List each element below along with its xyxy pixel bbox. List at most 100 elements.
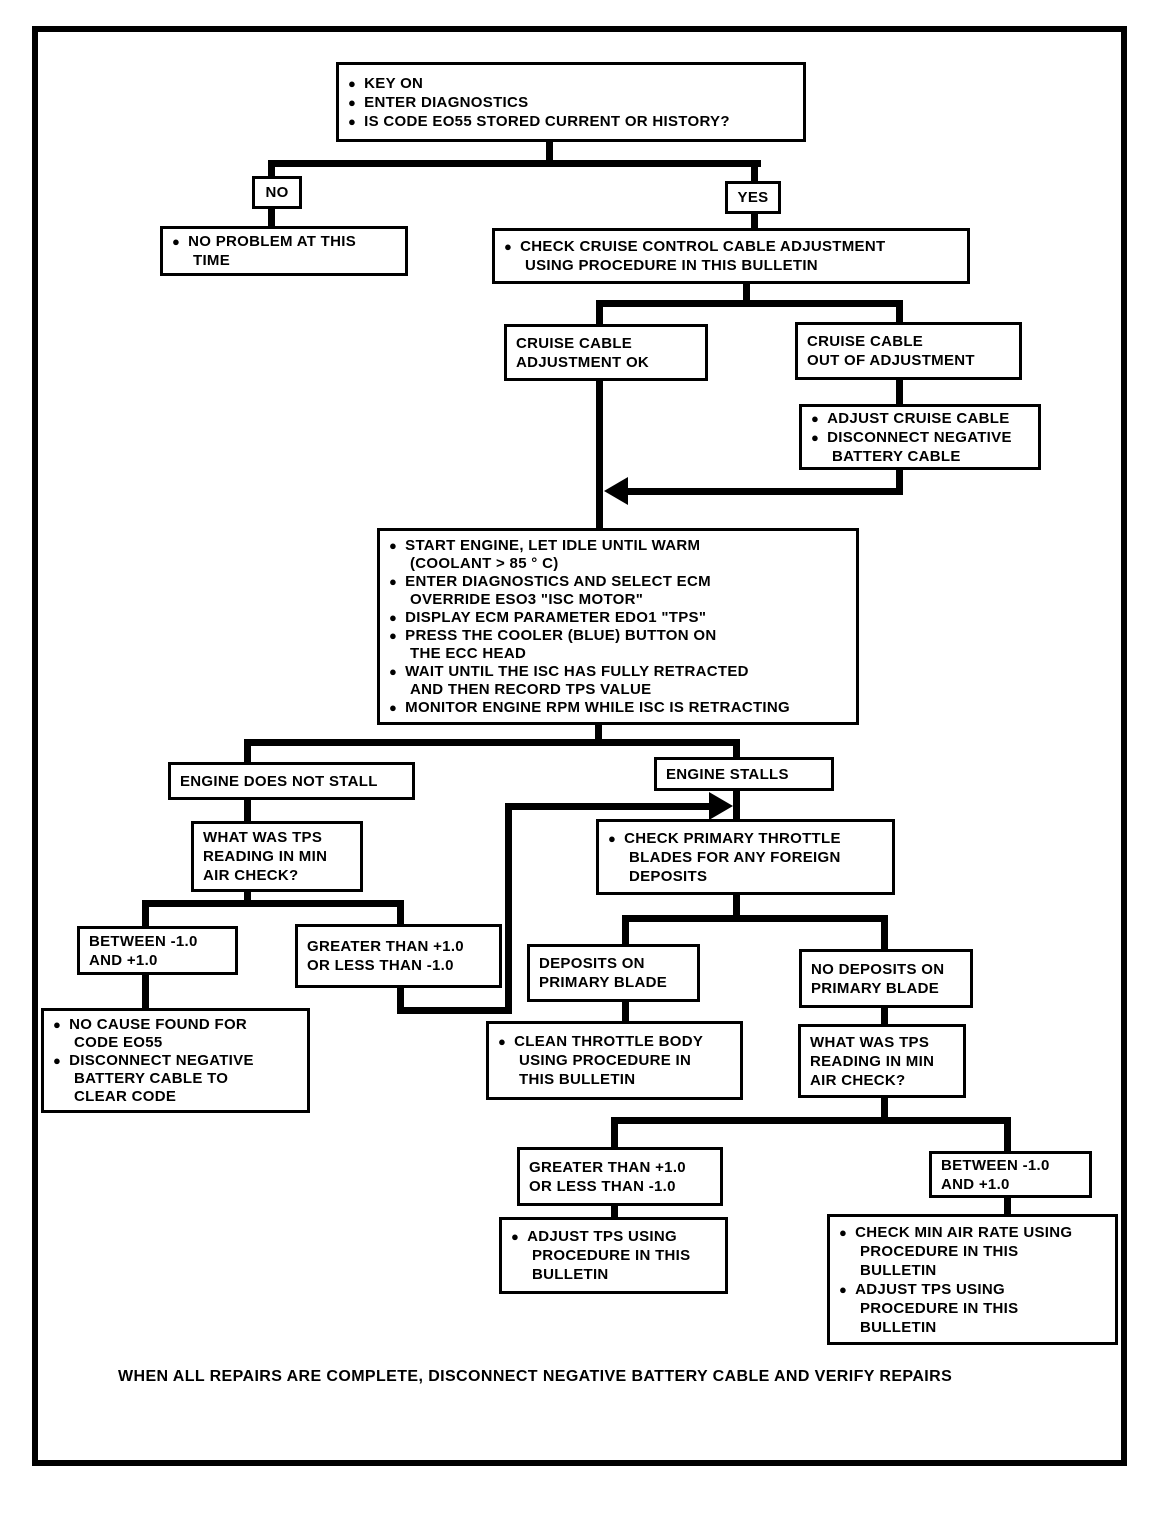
flow-node-text: ENTER DIAGNOSTICS AND SELECT ECM OVERRID… (389, 573, 847, 609)
connector-line (142, 900, 149, 928)
connector-line (896, 378, 903, 406)
connector-line (611, 1117, 1011, 1124)
flow-node-no-cause: NO CAUSE FOUND FOR CODE EO55DISCONNECT N… (41, 1008, 310, 1113)
flow-node-text: IS CODE EO55 STORED CURRENT OR HISTORY? (348, 112, 794, 131)
connector-line (751, 160, 758, 183)
merge-arrowhead-left (604, 477, 628, 505)
connector-line (268, 160, 761, 167)
connector-line (896, 300, 903, 324)
flow-node-text: WHAT WAS TPS READING IN MIN AIR CHECK? (810, 1033, 935, 1089)
flow-node-text: START ENGINE, LET IDLE UNTIL WARM (COOLA… (389, 537, 847, 573)
flow-node-text: NO CAUSE FOUND FOR CODE EO55 (53, 1016, 298, 1052)
connector-line (624, 488, 903, 495)
flow-node-tps-question-2: WHAT WAS TPS READING IN MIN AIR CHECK? (798, 1024, 966, 1098)
connector-line (244, 888, 251, 906)
flow-node-clean-throttle: CLEAN THROTTLE BODY USING PROCEDURE IN T… (486, 1021, 743, 1100)
flow-node-text: DISCONNECT NEGATIVE BATTERY CABLE (811, 428, 1029, 466)
flow-node-check-cruise-cable: CHECK CRUISE CONTROL CABLE ADJUSTMENT US… (492, 228, 970, 284)
connector-line (244, 798, 251, 823)
flow-node-text: ADJUST CRUISE CABLE (811, 409, 1029, 428)
flow-node-check-min-air: CHECK MIN AIR RATE USING PROCEDURE IN TH… (827, 1214, 1118, 1345)
flow-node-text: CHECK MIN AIR RATE USING PROCEDURE IN TH… (839, 1223, 1106, 1280)
flow-node-text: GREATER THAN +1.0 OR LESS THAN -1.0 (529, 1158, 686, 1195)
flow-node-between-1: BETWEEN -1.0 AND +1.0 (77, 926, 238, 975)
flow-node-cruise-ok: CRUISE CABLE ADJUSTMENT OK (504, 324, 708, 381)
connector-line (611, 1117, 618, 1149)
flow-node-text: ADJUST TPS USING PROCEDURE IN THIS BULLE… (511, 1227, 716, 1284)
flow-node-text: GREATER THAN +1.0 OR LESS THAN -1.0 (307, 938, 464, 974)
connector-line (505, 803, 711, 810)
connector-line (268, 160, 275, 178)
flow-node-tps-question-1: WHAT WAS TPS READING IN MIN AIR CHECK? (191, 821, 363, 892)
flow-node-text: CRUISE CABLE ADJUSTMENT OK (516, 334, 650, 371)
connector-line (595, 722, 602, 744)
flow-node-text: KEY ON (348, 74, 794, 93)
flow-node-text: DEPOSITS ON PRIMARY BLADE (539, 955, 668, 991)
flow-node-text: NO PROBLEM AT THIS TIME (172, 232, 396, 270)
flow-node-text: CRUISE CABLE OUT OF ADJUSTMENT (807, 333, 975, 369)
connector-line (596, 300, 603, 326)
page-border (32, 26, 1127, 1466)
flow-node-check-blades: CHECK PRIMARY THROTTLE BLADES FOR ANY FO… (596, 819, 895, 895)
connector-line (751, 212, 758, 230)
flow-node-adjust-cruise: ADJUST CRUISE CABLEDISCONNECT NEGATIVE B… (799, 404, 1041, 470)
connector-line (622, 915, 888, 922)
flow-node-greater-2: GREATER THAN +1.0 OR LESS THAN -1.0 (517, 1147, 723, 1206)
flow-node-adjust-tps: ADJUST TPS USING PROCEDURE IN THIS BULLE… (499, 1217, 728, 1294)
flow-node-text: ADJUST TPS USING PROCEDURE IN THIS BULLE… (839, 1280, 1106, 1337)
connector-line (397, 1007, 512, 1014)
connector-line (611, 1203, 618, 1219)
connector-line (505, 803, 512, 1014)
flow-node-engine-does-not-stall: ENGINE DOES NOT STALL (168, 762, 415, 800)
flow-node-text: WAIT UNTIL THE ISC HAS FULLY RETRACTED A… (389, 663, 847, 699)
connector-line (881, 915, 888, 951)
connector-line (142, 973, 149, 1010)
flow-node-no-problem: NO PROBLEM AT THIS TIME (160, 226, 408, 276)
flow-node-text: CHECK PRIMARY THROTTLE BLADES FOR ANY FO… (608, 829, 883, 886)
footer-note: WHEN ALL REPAIRS ARE COMPLETE, DISCONNEC… (118, 1368, 953, 1385)
flow-node-no-deposits: NO DEPOSITS ON PRIMARY BLADE (799, 949, 973, 1008)
flow-node-text: NO (265, 184, 289, 201)
flow-node-text: DISCONNECT NEGATIVE BATTERY CABLE TO CLE… (53, 1052, 298, 1106)
connector-line (733, 739, 740, 759)
flow-node-text: DISPLAY ECM PARAMETER EDO1 "TPS" (389, 609, 847, 627)
connector-line (244, 739, 251, 764)
connector-line (244, 739, 740, 746)
flow-node-between-2: BETWEEN -1.0 AND +1.0 (929, 1151, 1092, 1198)
connector-line (142, 900, 404, 907)
connector-line (397, 900, 404, 926)
flow-node-text: NO DEPOSITS ON PRIMARY BLADE (811, 960, 945, 997)
flow-node-text: ENGINE STALLS (666, 765, 789, 783)
connector-line (881, 1096, 888, 1120)
flow-node-text: PRESS THE COOLER (BLUE) BUTTON ON THE EC… (389, 627, 847, 663)
connector-line (596, 300, 903, 307)
flow-node-text: BETWEEN -1.0 AND +1.0 (941, 1156, 1050, 1193)
connector-line (622, 1000, 629, 1023)
connector-line (733, 893, 740, 919)
join-arrowhead-right (709, 792, 733, 820)
connector-line (896, 468, 903, 495)
flow-node-deposits: DEPOSITS ON PRIMARY BLADE (527, 944, 700, 1002)
flow-node-engine-stalls: ENGINE STALLS (654, 757, 834, 791)
connector-line (546, 140, 553, 166)
flow-node-text: MONITOR ENGINE RPM WHILE ISC IS RETRACTI… (389, 699, 847, 717)
flow-node-text: ENTER DIAGNOSTICS (348, 93, 794, 112)
connector-line (733, 789, 740, 821)
flow-node-text: YES (737, 189, 769, 206)
connector-line (743, 282, 750, 304)
flow-node-key-on: KEY ONENTER DIAGNOSTICSIS CODE EO55 STOR… (336, 62, 806, 142)
connector-line (1004, 1117, 1011, 1153)
flow-node-start-engine: START ENGINE, LET IDLE UNTIL WARM (COOLA… (377, 528, 859, 725)
flow-node-yes: YES (725, 181, 781, 214)
connector-line (596, 378, 603, 532)
flow-node-text: CHECK CRUISE CONTROL CABLE ADJUSTMENT US… (504, 237, 958, 275)
flow-node-text: CLEAN THROTTLE BODY USING PROCEDURE IN T… (498, 1032, 731, 1089)
connector-line (881, 1006, 888, 1026)
flow-node-text: ENGINE DOES NOT STALL (180, 772, 378, 790)
connector-line (622, 915, 629, 946)
flow-node-greater-1: GREATER THAN +1.0 OR LESS THAN -1.0 (295, 924, 502, 988)
flow-node-cruise-out: CRUISE CABLE OUT OF ADJUSTMENT (795, 322, 1022, 380)
connector-line (268, 208, 275, 228)
flow-node-no: NO (252, 176, 302, 209)
